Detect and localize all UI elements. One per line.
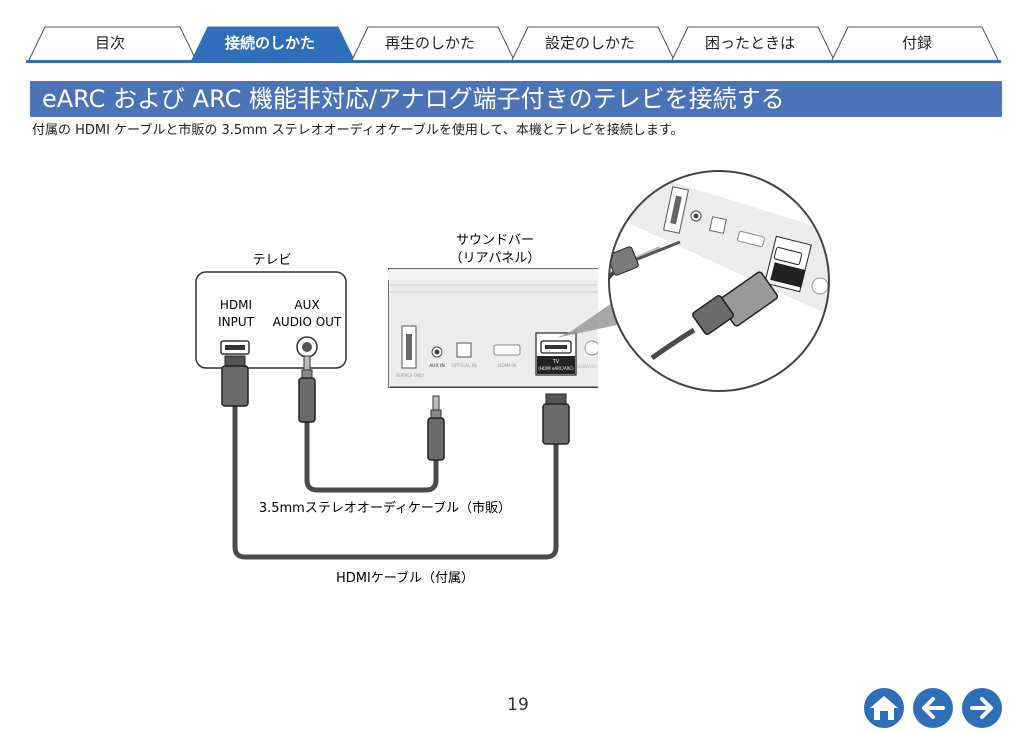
service-port-label: SERVICE ONLY bbox=[396, 373, 425, 378]
soundbar-label-line1: サウンドバー bbox=[456, 233, 534, 248]
tab-shape-toc[interactable] bbox=[28, 26, 197, 61]
tv-hdmi-label-line2: INPUT bbox=[218, 315, 255, 329]
optical-in-label: OPTICAL IN bbox=[451, 363, 476, 369]
hdmi-cable-label: HDMIケーブル（付属） bbox=[336, 570, 474, 586]
intro-text: 付属の HDMI ケーブルと市販の 3.5mm ステレオオーディオケーブルを使用… bbox=[32, 123, 684, 138]
tv-label: テレビ bbox=[252, 253, 291, 268]
hdmi-in-port bbox=[493, 344, 521, 356]
stereo-plug-soundbar bbox=[427, 395, 445, 461]
hdmi-cable bbox=[232, 405, 559, 560]
forward-arrow-icon bbox=[970, 697, 993, 719]
aux-in-label: AUX IN bbox=[429, 363, 445, 369]
tv-earc-sublabel: (HDMI eARC/ARC) bbox=[538, 366, 574, 371]
home-icon bbox=[870, 696, 898, 720]
zoom-detail bbox=[608, 170, 830, 392]
stereo-cable-label: 3.5mmステレオオーディケーブル（市販） bbox=[259, 500, 511, 516]
tv-aux-label-line2: AUDIO OUT bbox=[273, 315, 342, 329]
tab-playback[interactable]: 再生のしかた bbox=[384, 34, 475, 52]
tab-connect[interactable]: 接続のしかた bbox=[224, 34, 315, 52]
tab-troubleshooting[interactable]: 困ったときは bbox=[704, 34, 795, 52]
hdmi-plug-soundbar bbox=[542, 393, 570, 445]
hdmi-in-label: HDMI IN bbox=[498, 363, 516, 369]
tab-bar: 目次 接続のしかた 再生のしかた 設定のしかた 困ったときは 付録 bbox=[0, 0, 1024, 70]
stereo-plug-tv bbox=[298, 355, 316, 423]
tv-earc-label: TV bbox=[552, 359, 560, 365]
soundbar-label-line2: （リアパネル） bbox=[450, 251, 541, 266]
tv-hdmi-label-line1: HDMI bbox=[220, 298, 252, 312]
subwoofer-out-label: SUBWOO OUT bbox=[576, 364, 608, 370]
tab-toc[interactable]: 目次 bbox=[94, 34, 125, 52]
tab-shapes bbox=[26, 26, 1001, 63]
tv-aux-label-line1: AUX bbox=[294, 298, 319, 312]
home-button[interactable] bbox=[864, 688, 904, 728]
tab-underline bbox=[26, 60, 1001, 63]
subwoofer-out-jack bbox=[584, 340, 598, 356]
forward-button[interactable] bbox=[962, 688, 1002, 728]
soundbar-rear-panel: SERVICE ONLY AUX IN OPTICAL IN HDMI IN T… bbox=[388, 268, 608, 388]
tab-settings[interactable]: 設定のしかた bbox=[544, 34, 635, 52]
page-number: 19 bbox=[507, 695, 529, 715]
back-arrow-icon bbox=[922, 697, 945, 719]
back-button[interactable] bbox=[913, 688, 953, 728]
stereo-cable bbox=[304, 420, 439, 493]
optical-in-port bbox=[456, 342, 472, 358]
tab-appendix[interactable]: 付録 bbox=[901, 34, 932, 52]
tab-shape-appendix[interactable] bbox=[831, 26, 999, 61]
tab-shape-playback[interactable] bbox=[351, 26, 515, 61]
hdmi-plug-tv bbox=[221, 355, 249, 407]
tab-shape-trouble[interactable] bbox=[671, 26, 835, 61]
page-title: eARC および ARC 機能非対応/アナログ端子付きのテレビを接続する bbox=[30, 81, 1002, 117]
tab-shape-settings[interactable] bbox=[511, 26, 675, 61]
